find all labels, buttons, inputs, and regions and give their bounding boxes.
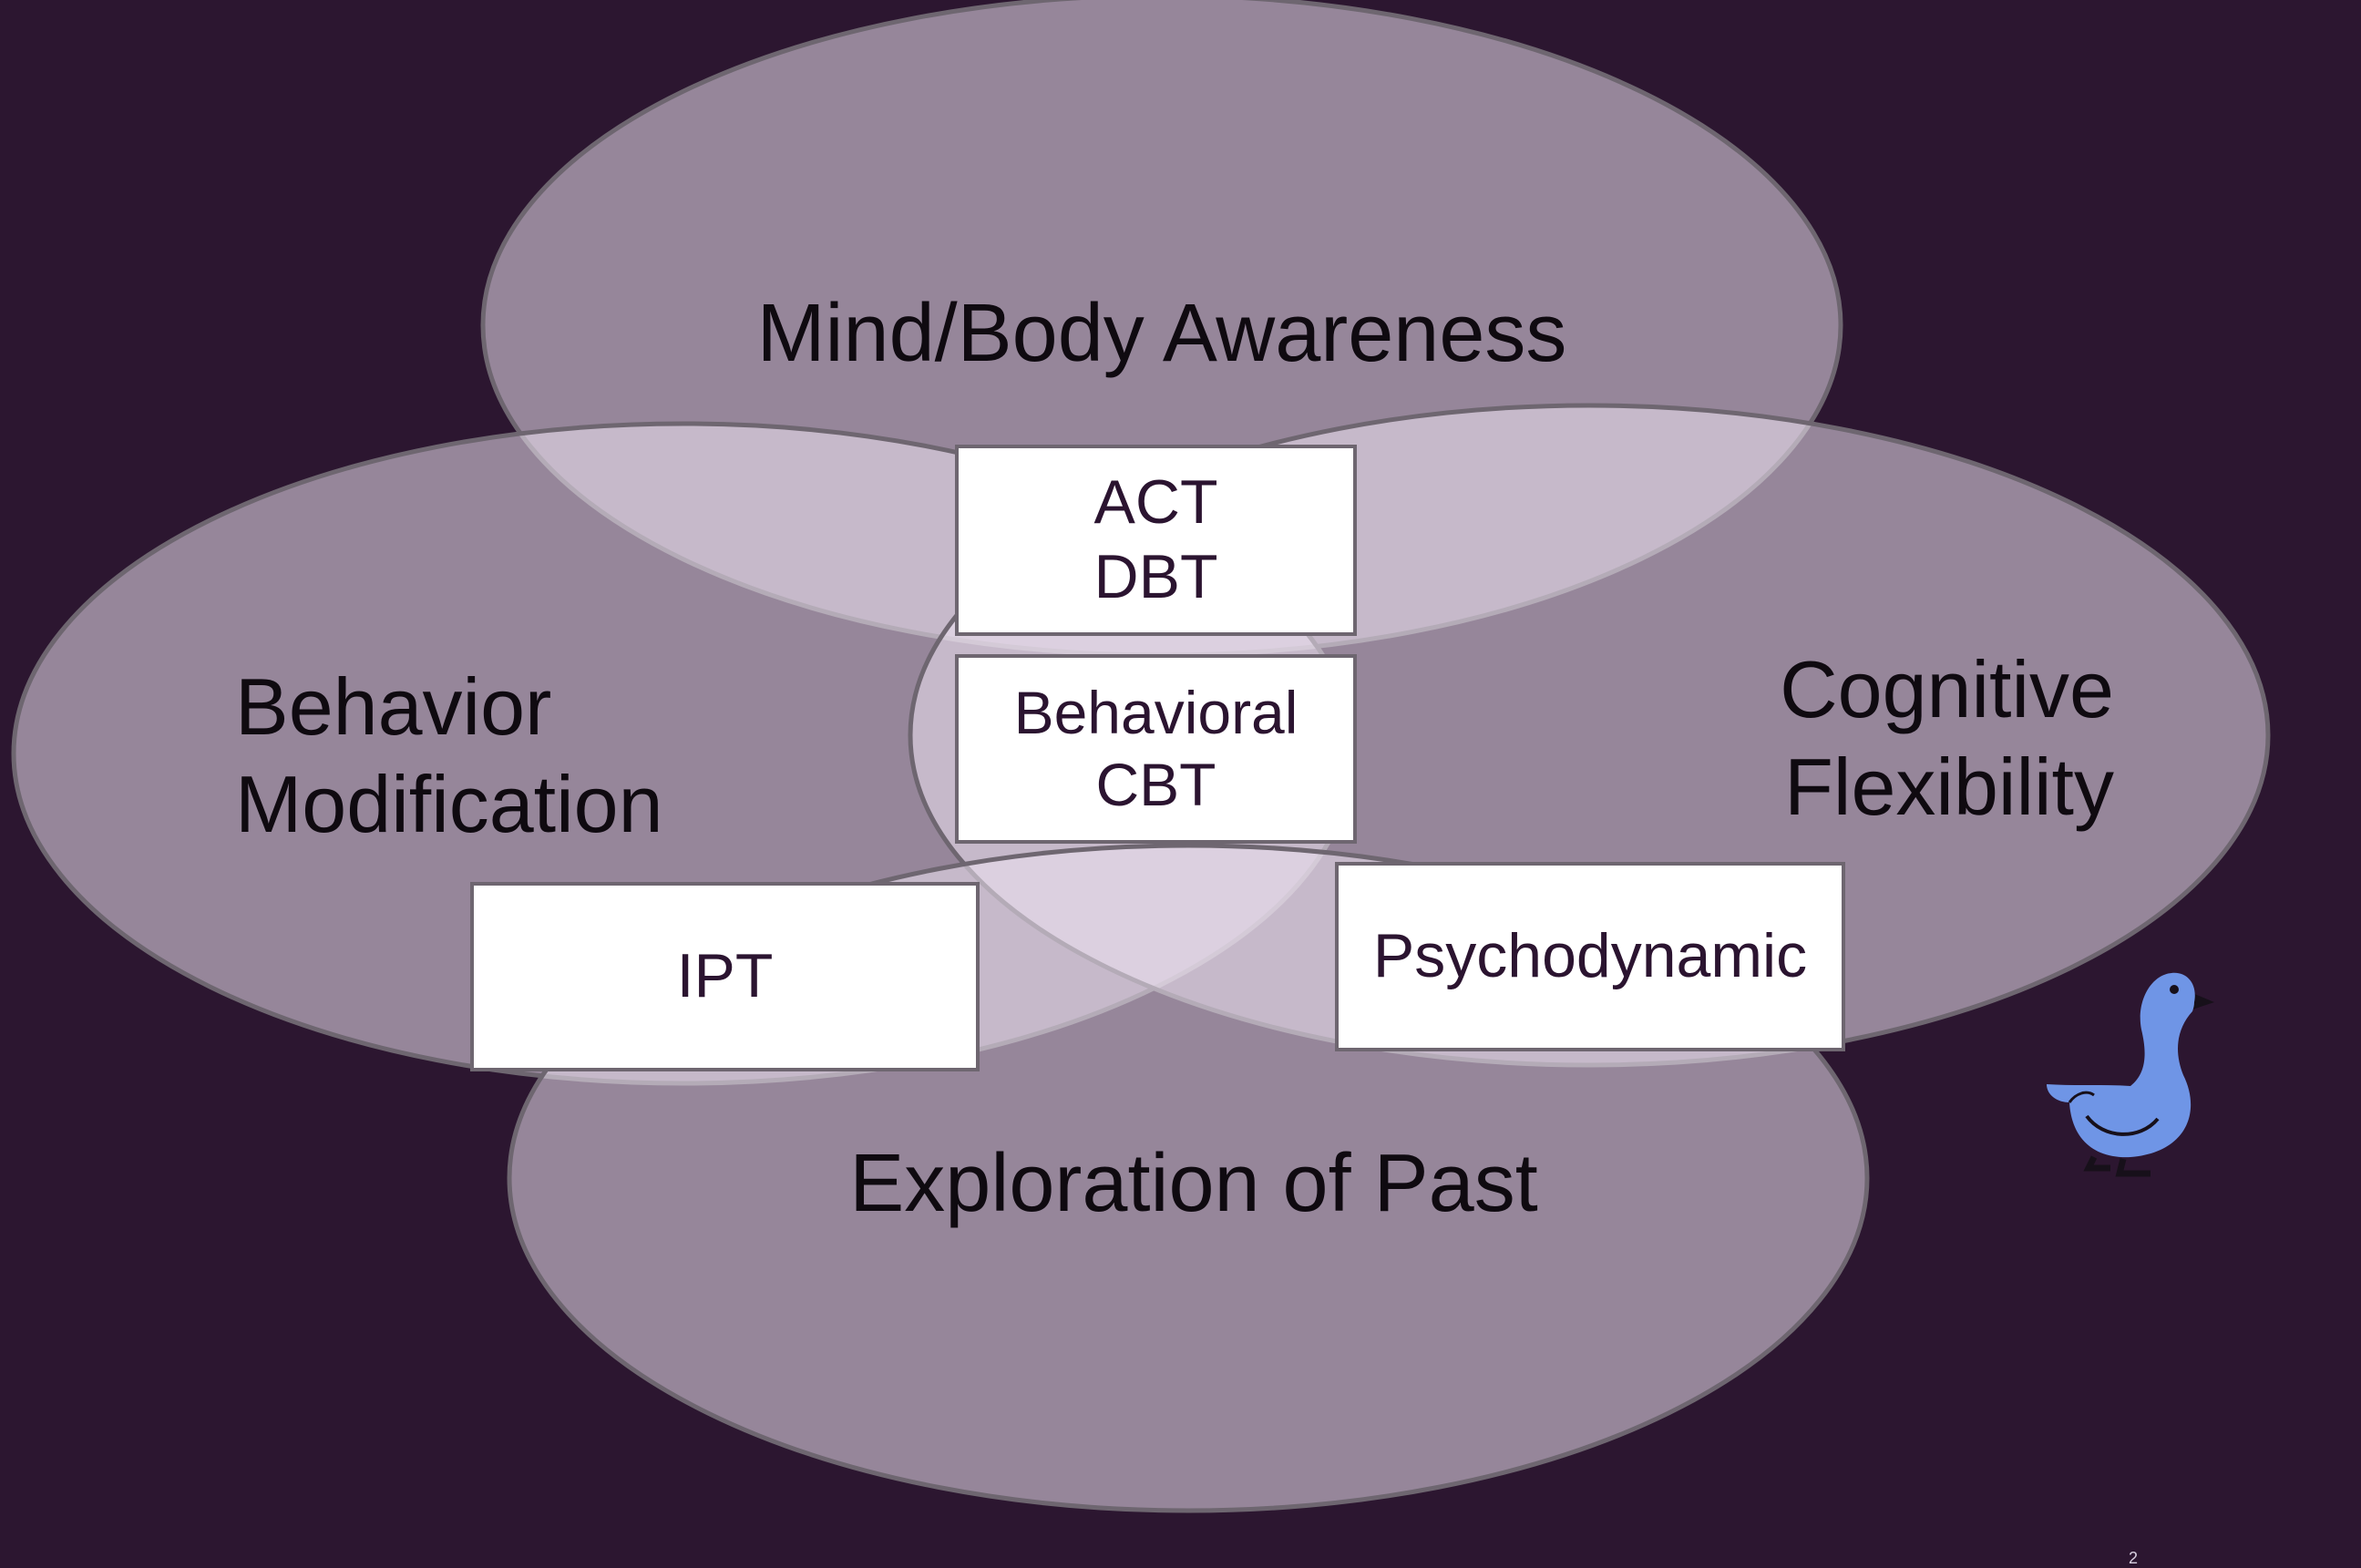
box-psychodynamic-text: Psychodynamic — [1372, 921, 1808, 991]
box-psychodynamic: Psychodynamic — [1335, 862, 1845, 1051]
box-ipt-text: IPT — [676, 941, 774, 1011]
box-dbt-text: DBT — [1093, 542, 1218, 611]
label-behavior-line1: Behavior — [235, 661, 552, 752]
label-exploration-of-past-text: Exploration of Past — [849, 1138, 1538, 1229]
box-cbt-text: CBT — [1095, 751, 1216, 818]
label-mind-body-awareness: Mind/Body Awareness — [752, 284, 1572, 384]
box-act-dbt: ACT DBT — [955, 445, 1357, 636]
label-behavior-line2: Modification — [235, 759, 663, 850]
label-behavior-modification: Behavior Modification — [235, 658, 745, 854]
label-exploration-of-past: Exploration of Past — [784, 1134, 1604, 1235]
label-cognitive-line1: Cognitive — [1780, 644, 2114, 734]
box-ipt: IPT — [470, 882, 980, 1071]
page-number: 2 — [2129, 1549, 2139, 1567]
box-behavioral-text: Behavioral — [1013, 678, 1299, 746]
label-cognitive-line2: Flexibility — [1784, 742, 2114, 833]
box-behavioral-cbt: Behavioral CBT — [955, 654, 1357, 844]
label-mind-body-awareness-text: Mind/Body Awareness — [756, 288, 1567, 379]
box-act-text: ACT — [1093, 467, 1218, 538]
duck-icon — [2047, 972, 2214, 1177]
label-cognitive-flexibility: Cognitive Flexibility — [1640, 641, 2114, 836]
